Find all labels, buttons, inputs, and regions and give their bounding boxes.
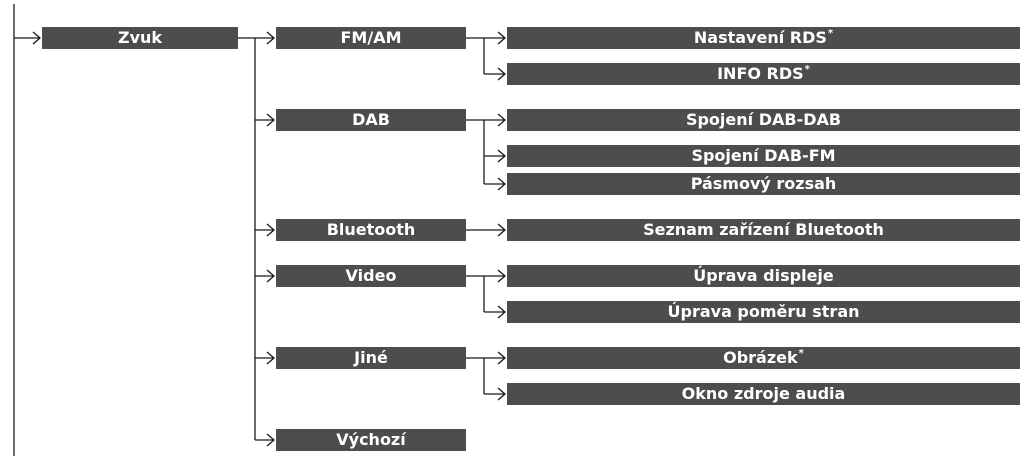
group-box-jine: Jiné <box>276 347 466 369</box>
box-label: Úprava poměru stran <box>667 302 860 321</box>
leaf-box-pasmovy-rozsah: Pásmový rozsah <box>507 173 1020 195</box>
box-label: Seznam zařízení Bluetooth <box>643 220 884 239</box>
arrow-level1 <box>266 223 275 237</box>
arrow-level1 <box>266 113 275 127</box>
arrow-level1 <box>266 31 275 45</box>
leaf-box-spojeni-dab-dab: Spojení DAB-DAB <box>507 109 1020 131</box>
box-label: FM/AM <box>340 28 402 47</box>
box-label: Bluetooth <box>326 220 416 239</box>
group-box-dab: DAB <box>276 109 466 131</box>
footnote-mark: * <box>804 63 810 75</box>
arrow-level2 <box>497 387 506 401</box>
leaf-box-obrazek: Obrázek* <box>507 347 1020 369</box>
leaf-box-uprava-pomeru-stran: Úprava poměru stran <box>507 301 1020 323</box>
arrow-root <box>32 31 41 45</box>
arrow-level2 <box>497 305 506 319</box>
box-label: Okno zdroje audia <box>681 384 846 403</box>
arrow-level1 <box>266 433 275 447</box>
box-label: Spojení DAB-DAB <box>685 110 842 129</box>
group-box-fm-am: FM/AM <box>276 27 466 49</box>
group-box-vychozi: Výchozí <box>276 429 466 451</box>
box-label: Video <box>345 266 397 285</box>
leaf-box-info-rds: INFO RDS* <box>507 63 1020 85</box>
leaf-box-spojeni-dab-fm: Spojení DAB-FM <box>507 145 1020 167</box>
arrow-level2 <box>497 177 506 191</box>
box-label: Úprava displeje <box>693 266 834 285</box>
arrow-level2 <box>497 67 506 81</box>
box-label: DAB <box>352 110 390 129</box>
leaf-box-nastaveni-rds: Nastavení RDS* <box>507 27 1020 49</box>
arrow-level2 <box>497 269 506 283</box>
footnote-mark: * <box>827 27 834 39</box>
footnote-mark: * <box>798 347 804 359</box>
box-label: INFO RDS <box>717 64 804 83</box>
box-label: Nastavení RDS <box>693 28 827 47</box>
arrow-level2 <box>497 31 506 45</box>
root-box-zvuk: Zvuk <box>42 27 238 49</box>
arrow-level2 <box>497 351 506 365</box>
arrow-level2 <box>497 223 506 237</box>
box-label: Jiné <box>354 348 388 367</box>
box-label: Výchozí <box>336 430 406 449</box>
leaf-box-okno-zdroje-audia: Okno zdroje audia <box>507 383 1020 405</box>
leaf-box-uprava-displeje: Úprava displeje <box>507 265 1020 287</box>
root-label: Zvuk <box>117 28 163 47</box>
arrow-level1 <box>266 351 275 365</box>
arrow-level2 <box>497 113 506 127</box>
box-label: Obrázek <box>723 348 798 367</box>
arrow-level2 <box>497 149 506 163</box>
arrow-level1 <box>266 269 275 283</box>
leaf-box-seznam-zarizeni-bluetooth: Seznam zařízení Bluetooth <box>507 219 1020 241</box>
box-label: Spojení DAB-FM <box>691 146 836 165</box>
group-box-video: Video <box>276 265 466 287</box>
group-box-bluetooth: Bluetooth <box>276 219 466 241</box>
box-label: Pásmový rozsah <box>690 174 837 193</box>
